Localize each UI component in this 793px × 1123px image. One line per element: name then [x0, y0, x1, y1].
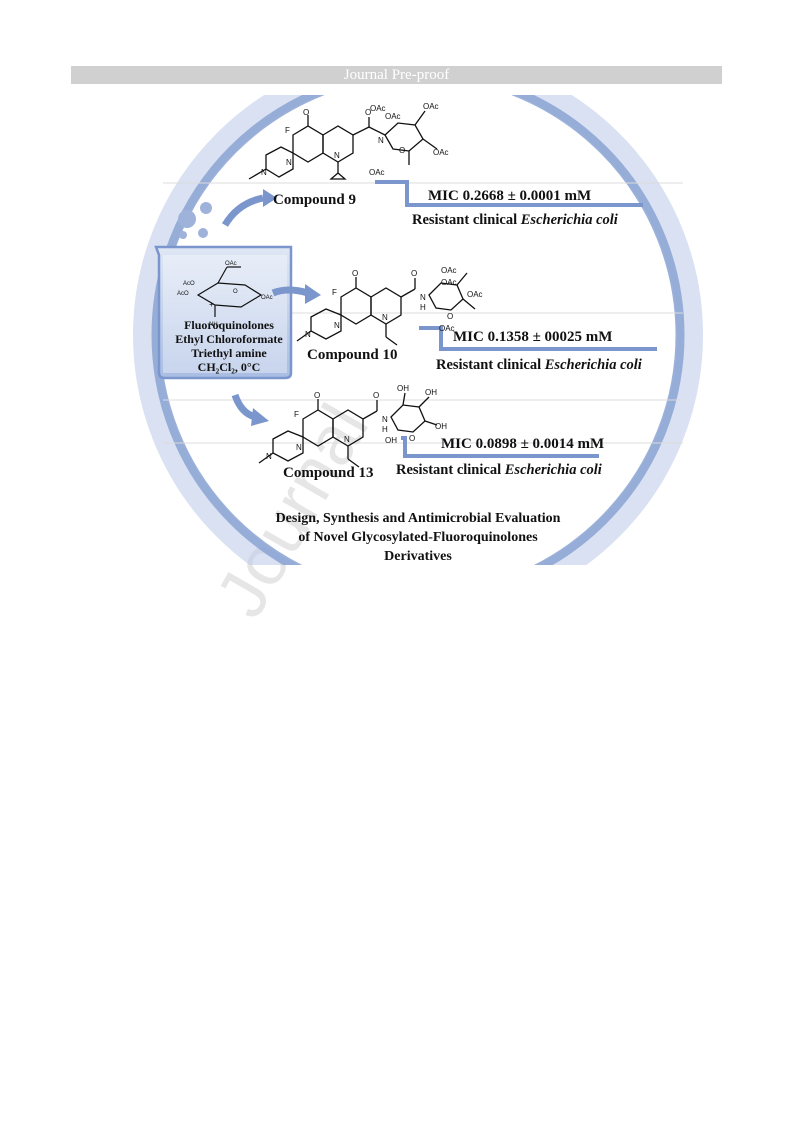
bubble-small	[179, 231, 187, 239]
c13-oh-4: OH	[385, 436, 397, 445]
compound-9-organism-name: Escherichia coli	[520, 212, 618, 228]
beaker-aco-1: AcO	[183, 281, 195, 287]
graphical-abstract-caption: Design, Synthesis and Antimicrobial Eval…	[218, 509, 618, 566]
c13-n-pip: N	[296, 443, 302, 452]
compound-13-label: Compound 13	[283, 465, 374, 481]
reagent-list: Fluoroquinolones Ethyl Chloroformate Tri…	[163, 318, 295, 374]
c10-o-amide: O	[411, 269, 417, 278]
c10-oac-1: OAc	[441, 266, 457, 275]
reagent-ethyl-chloroformate: Ethyl Chloroformate	[175, 332, 283, 346]
c10-n-pip2: N	[305, 330, 311, 339]
c13-h: H	[382, 425, 388, 434]
beaker-o: O	[233, 289, 238, 295]
c9-oac-3: OAc	[423, 102, 439, 111]
c13-oh-3: OH	[435, 422, 447, 431]
reagent-triethyl-amine: Triethyl amine	[191, 346, 267, 360]
bubble-large	[178, 210, 196, 228]
c9-n-pip2: N	[261, 168, 267, 177]
graphical-abstract-art: OAc AcO AcO O OAc NH₂ +	[133, 95, 703, 565]
c13-n-pip2: N	[266, 452, 272, 461]
c9-f: F	[285, 126, 290, 135]
compound-13-mic: MIC 0.0898 ± 0.0014 mM	[441, 436, 605, 452]
c9-o-amide: O	[365, 108, 371, 117]
c10-f: F	[332, 288, 337, 297]
beaker-nh2: NH₂	[209, 322, 221, 328]
structure-compound-13	[258, 392, 438, 468]
c13-o-amide: O	[373, 391, 379, 400]
c10-o-sugar: O	[447, 312, 453, 321]
arrow-to-compound-10	[271, 286, 310, 297]
journal-header-title: Journal Pre-proof	[343, 67, 450, 83]
c9-n-ring: N	[334, 151, 340, 160]
mic-step-10	[419, 326, 657, 351]
mic-step-13	[401, 436, 599, 458]
c10-n-ring: N	[382, 313, 388, 322]
bubble-medium	[200, 202, 212, 214]
graphical-abstract: OAc AcO AcO O OAc NH₂ +	[123, 95, 713, 565]
c10-oac-3: OAc	[467, 290, 483, 299]
c9-oac-4: OAc	[433, 148, 449, 157]
caption-line-2: of Novel Glycosylated-Fluoroquinolones	[298, 530, 538, 545]
compound-13-organism: Resistant clinical Escherichia coli	[396, 462, 602, 479]
beaker-oac-top: OAc	[225, 261, 237, 267]
compound-10-organism: Resistant clinical Escherichia coli	[436, 357, 642, 374]
c13-nh: N	[382, 415, 388, 424]
ring-inner	[151, 95, 685, 565]
mic-step-9	[375, 180, 643, 207]
c9-nh: N	[378, 136, 384, 145]
beaker-oac-right: OAc	[261, 295, 273, 301]
compound-9-organism-prefix: Resistant clinical	[412, 212, 521, 228]
c9-oac-5: OAc	[369, 168, 385, 177]
ring-outer	[133, 95, 703, 565]
c13-f: F	[294, 410, 299, 419]
beaker-aco-2: AcO	[177, 291, 189, 297]
compound-9-label: Compound 9	[273, 192, 356, 208]
beaker-plus: +	[209, 300, 214, 309]
beaker-outline	[154, 245, 293, 380]
reagent-conditions: CH₂Cl₂, 0°C	[197, 360, 261, 374]
arrow-to-compound-9	[221, 194, 264, 227]
c10-h: H	[420, 303, 426, 312]
caption-line-1: Design, Synthesis and Antimicrobial Eval…	[275, 511, 561, 526]
compound-13-organism-name: Escherichia coli	[504, 462, 602, 478]
c10-nh: N	[420, 293, 426, 302]
c9-n-pip: N	[286, 158, 292, 167]
c10-oac-4: OAc	[439, 324, 455, 333]
c13-oh-2: OH	[425, 388, 437, 397]
c13-oh-1: OH	[397, 384, 409, 393]
compound-10-label: Compound 10	[307, 347, 398, 363]
arrow-to-compound-13	[231, 393, 257, 421]
reagent-fluoroquinolones: Fluoroquinolones	[184, 318, 274, 332]
c10-oac-2: OAc	[441, 278, 457, 287]
compound-10-organism-name: Escherichia coli	[544, 357, 642, 373]
c9-oac-1: OAc	[370, 104, 386, 113]
c13-o-keto: O	[314, 391, 320, 400]
structure-compound-10	[296, 272, 476, 346]
compound-10-organism-prefix: Resistant clinical	[436, 357, 545, 373]
compound-10-mic: MIC 0.1358 ± 00025 mM	[453, 329, 613, 345]
compound-9-mic: MIC 0.2668 ± 0.0001 mM	[428, 188, 592, 204]
c10-n-pip: N	[334, 321, 340, 330]
sugar-structure-beaker	[196, 266, 263, 317]
bubble-tiny	[198, 228, 208, 238]
c9-oac-2: OAc	[385, 112, 401, 121]
c13-o-sugar: O	[409, 434, 415, 443]
c10-o-keto: O	[352, 269, 358, 278]
caption-line-3: Derivatives	[384, 549, 452, 564]
journal-header-bar: Journal Pre-proof	[71, 66, 722, 84]
compound-13-organism-prefix: Resistant clinical	[396, 462, 505, 478]
c9-o-keto: O	[303, 108, 309, 117]
structure-compound-9	[248, 110, 438, 180]
compound-9-organism: Resistant clinical Escherichia coli	[412, 212, 618, 229]
c13-n-ring: N	[344, 435, 350, 444]
c9-o-sugar: O	[399, 146, 405, 155]
